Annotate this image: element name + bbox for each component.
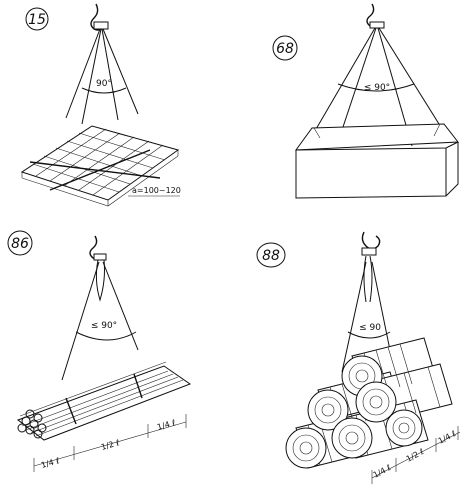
dimension-label-middle: 1/2 ℓ (405, 447, 426, 464)
angle-arc (347, 331, 391, 339)
panel-label: 86 (11, 236, 29, 252)
panel-label-circle (256, 242, 286, 268)
spacing-note: a=100~120 (132, 186, 181, 195)
coil-end-spirals (285, 355, 423, 469)
panel-label-circle (272, 35, 298, 61)
dimension-line (371, 426, 461, 484)
panel-86-bundle-lift: 86 ≤ 90° (7, 230, 192, 472)
angle-arc (75, 331, 137, 341)
panel-label: 88 (262, 248, 280, 264)
steel-mesh (20, 125, 180, 207)
panel-88-coil-stack-lift: 88 ≤ 90 (256, 231, 461, 484)
angle-arc (81, 87, 127, 94)
rod-bundle (16, 361, 192, 441)
panel-label-circle (7, 230, 33, 256)
sling-angle-label: ≤ 90° (91, 321, 117, 331)
dimension-label-right: 1/4 ℓ (437, 429, 458, 446)
coil-stack (285, 337, 453, 469)
dimension-label-middle: 1/2 ℓ (100, 438, 120, 452)
panel-68-box-lift: 68 ≤ 90° (272, 3, 459, 199)
panel-label: 15 (28, 12, 46, 28)
panel-15-mesh-lift: 15 90° (20, 3, 181, 207)
slings (61, 259, 139, 381)
dimension-line (33, 414, 187, 472)
crane-hook-icon (89, 235, 107, 261)
dimension-label-left: 1/4 ℓ (372, 463, 393, 480)
crane-hook-icon (361, 231, 381, 256)
panel-label: 68 (276, 41, 294, 57)
sling-angle-label: 90° (96, 79, 112, 89)
angle-arc (337, 83, 415, 92)
dimension-label-right: 1/4 ℓ (156, 418, 176, 432)
sling-angle-label: ≤ 90° (364, 83, 390, 93)
slings (65, 28, 139, 125)
crane-hook-icon (90, 3, 109, 31)
sling-angle-label: ≤ 90 (359, 323, 381, 333)
crane-hook-icon (366, 3, 385, 29)
panel-label-circle (25, 7, 49, 31)
slings (341, 255, 393, 373)
bundle-end-circles (17, 409, 47, 439)
dimension-label-left: 1/4 ℓ (40, 456, 60, 470)
box-load (294, 123, 459, 199)
